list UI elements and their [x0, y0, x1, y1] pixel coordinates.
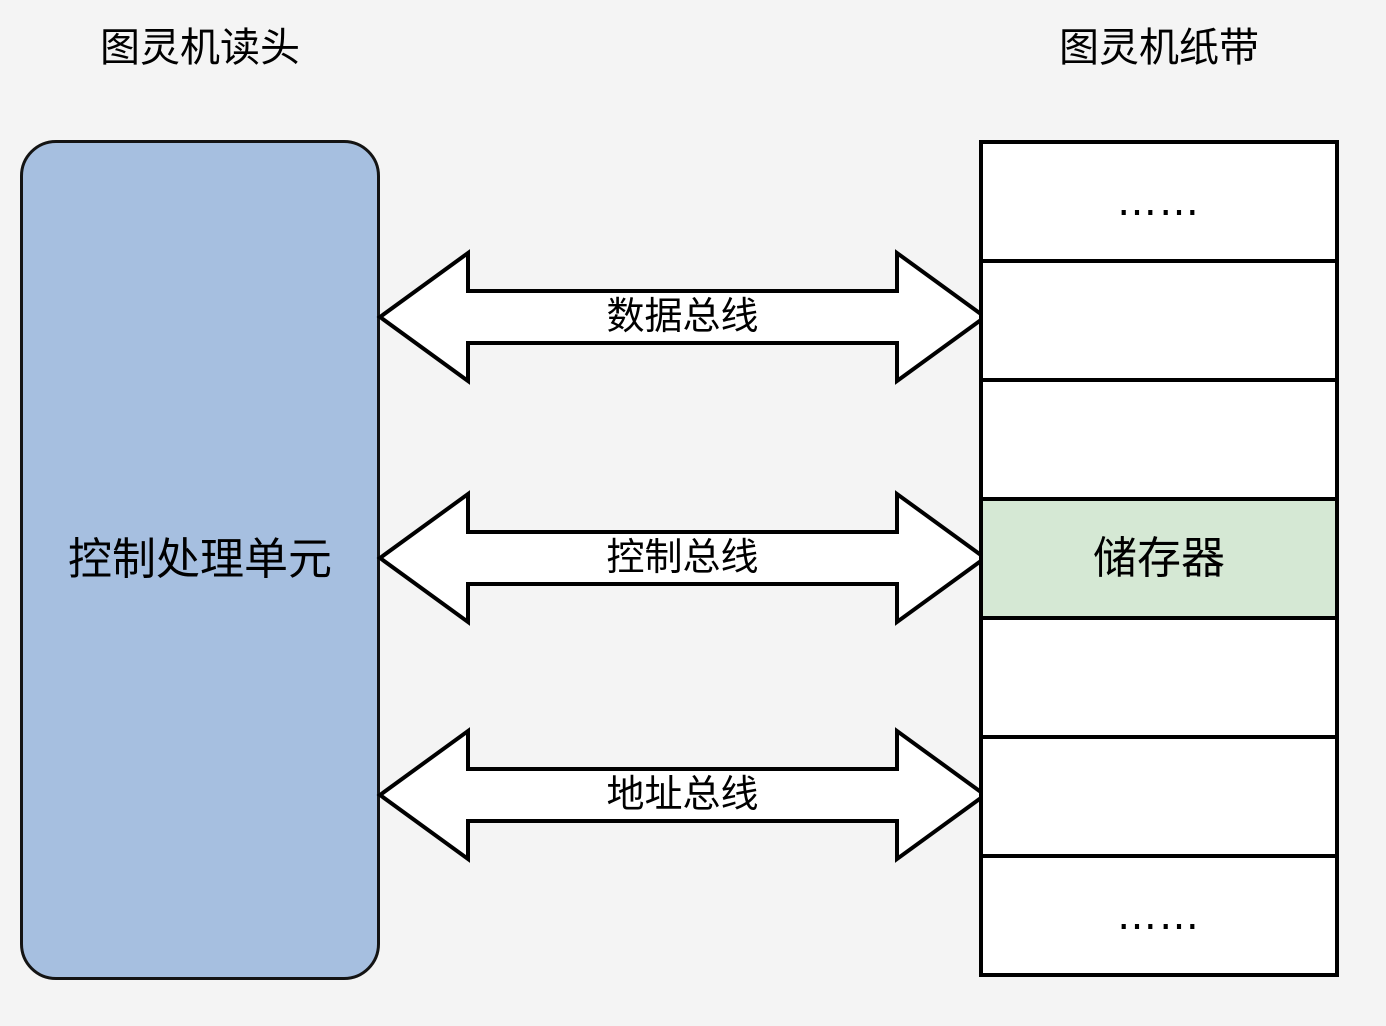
tape-cell[interactable] — [983, 263, 1335, 382]
bus-address-label: 地址总线 — [606, 772, 759, 816]
tape-cell[interactable] — [983, 739, 1335, 858]
left-section-title: 图灵机读头 — [100, 25, 300, 71]
cpu-block-label: 控制处理单元 — [68, 534, 332, 585]
bus-data[interactable]: 数据总线 — [376, 239, 989, 395]
tape-cell-label: …… — [1117, 892, 1201, 939]
tape-cell[interactable] — [983, 382, 1335, 501]
tape-cell[interactable]: …… — [983, 144, 1335, 263]
bus-control[interactable]: 控制总线 — [376, 480, 989, 636]
bus-address[interactable]: 地址总线 — [376, 717, 989, 873]
tape-cell[interactable] — [983, 620, 1335, 739]
cpu-block[interactable]: 控制处理单元 — [20, 140, 380, 980]
tape-cell-memory[interactable]: 储存器 — [983, 501, 1335, 620]
tape-cell[interactable]: …… — [983, 858, 1335, 973]
right-section-title: 图灵机纸带 — [1059, 25, 1259, 71]
turing-tape: …… 储存器 …… — [979, 140, 1339, 977]
bus-data-label: 数据总线 — [606, 294, 759, 338]
bus-control-label: 控制总线 — [606, 535, 759, 579]
tape-cell-label: 储存器 — [1093, 532, 1225, 584]
tape-cell-label: …… — [1117, 178, 1201, 225]
